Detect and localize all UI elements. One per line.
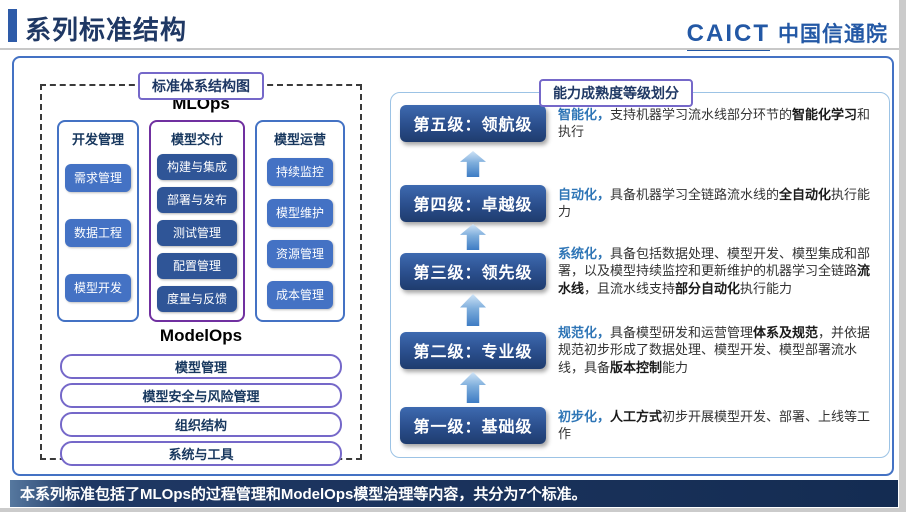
level-description: 规范化，具备模型研发和运营管理体系及规范，并依据规范初步形成了数据处理、模型开发… <box>558 324 881 375</box>
up-arrow-icon <box>460 151 486 177</box>
column-header: 模型运营 <box>273 132 326 147</box>
mlops-columns: 开发管理 需求管理 数据工程 模型开发 模型交付 构建与集成 部署与发布 测试管… <box>57 120 345 322</box>
level-keyword: 智能化， <box>558 106 611 122</box>
column-header: 模型交付 <box>170 132 223 147</box>
maturity-badge: 能力成熟度等级划分 <box>539 79 693 107</box>
level-text-bold: 版本控制 <box>610 359 663 375</box>
column-items: 构建与集成 部署与发布 测试管理 配置管理 度量与反馈 <box>155 151 239 315</box>
level-text: 执行能力 <box>558 186 871 219</box>
level-description: 智能化，支持机器学习流水线部分环节的智能化学习和执行 <box>558 106 881 140</box>
level-text: 具备包括数据处理、模型开发、模型集成和部署，以及模型持续监控和更新维护的机器学习… <box>558 246 871 279</box>
level-keyword: 自动化， <box>558 186 611 202</box>
header-divider <box>0 48 899 50</box>
column-model-operations: 模型运营 持续监控 模型维护 资源管理 成本管理 <box>255 120 345 322</box>
column-model-delivery: 模型交付 构建与集成 部署与发布 测试管理 配置管理 度量与反馈 <box>149 120 245 322</box>
process-box: 持续监控 <box>267 157 333 186</box>
column-items: 持续监控 模型维护 资源管理 成本管理 <box>261 151 339 315</box>
level-text: 支持机器学习流水线部分环节的 <box>610 106 793 122</box>
maturity-box: 能力成熟度等级划分 第五级：领航级 智能化，支持机器学习流水线部分环节的智能化学… <box>390 79 890 458</box>
level-text: 具备机器学习全链路流水线的 <box>610 186 780 202</box>
level-text: 能力 <box>662 359 689 375</box>
level-text: ，并依据规范初步形成了数据处理、模型开发、模型部署流水线，具备 <box>558 325 871 375</box>
level-description: 系统化，具备包括数据处理、模型开发、模型集成和部署，以及模型持续监控和更新维护的… <box>558 245 881 296</box>
maturity-level-1: 第一级：基础级 初步化，人工方式初步开展模型开发、部署、上线等工作 <box>400 399 881 451</box>
footer-text: 本系列标准包括了MLOps的过程管理和ModelOps模型治理等内容，共分为7个… <box>20 486 587 503</box>
process-box: 模型维护 <box>267 198 333 227</box>
level-text: ，且流水线支持 <box>584 280 676 296</box>
process-box: 需求管理 <box>65 164 131 193</box>
architecture-box: 标准体系结构图 MLOps 开发管理 需求管理 数据工程 模型开发 模型交付 构… <box>40 72 362 466</box>
screen-edge-right <box>899 0 906 512</box>
process-box: 测试管理 <box>157 219 237 246</box>
column-dev-management: 开发管理 需求管理 数据工程 模型开发 <box>57 120 139 322</box>
process-box: 部署与发布 <box>157 187 237 214</box>
level-label: 第四级：卓越级 <box>400 184 546 222</box>
maturity-level-4: 第四级：卓越级 自动化，具备机器学习全链路流水线的全自动化执行能力 <box>400 179 881 227</box>
level-text: 具备模型研发和运营管理 <box>610 325 754 341</box>
footer-summary-bar: 本系列标准包括了MLOps的过程管理和ModelOps模型治理等内容，共分为7个… <box>10 480 898 507</box>
caict-logo: CAICT 中国信通院 <box>686 18 888 51</box>
level-keyword: 规范化， <box>558 325 611 341</box>
level-text-bold: 部分自动化 <box>675 280 741 296</box>
modelops-bar: 模型安全与风险管理 <box>60 383 342 408</box>
column-header: 开发管理 <box>71 132 124 147</box>
level-text: 初步开展模型开发、部署、上线等工作 <box>558 408 871 441</box>
level-text: 和执行 <box>558 106 871 139</box>
process-box: 资源管理 <box>267 239 333 268</box>
level-text-bold: 体系及规范 <box>753 325 819 341</box>
level-text-bold: 流水线 <box>558 263 871 296</box>
modelops-bars: 模型管理 模型安全与风险管理 组织结构 系统与工具 <box>60 354 342 466</box>
column-items: 需求管理 数据工程 模型开发 <box>63 151 133 315</box>
process-box: 构建与集成 <box>157 154 237 181</box>
caict-logo-cn: 中国信通院 <box>778 23 888 46</box>
level-label: 第三级：领先级 <box>400 252 546 290</box>
title-accent-bar <box>8 9 17 42</box>
level-description: 初步化，人工方式初步开展模型开发、部署、上线等工作 <box>558 408 881 442</box>
level-text-bold: 全自动化 <box>779 186 832 202</box>
process-box: 成本管理 <box>267 280 333 309</box>
level-keyword: 系统化， <box>558 246 611 262</box>
modelops-bar: 模型管理 <box>60 354 342 379</box>
process-box: 配置管理 <box>157 252 237 279</box>
level-label: 第二级：专业级 <box>400 331 546 369</box>
architecture-badge: 标准体系结构图 <box>138 72 264 100</box>
maturity-level-5: 第五级：领航级 智能化，支持机器学习流水线部分环节的智能化学习和执行 <box>400 99 881 147</box>
process-box: 模型开发 <box>65 273 131 302</box>
content-frame: 标准体系结构图 MLOps 开发管理 需求管理 数据工程 模型开发 模型交付 构… <box>12 56 894 476</box>
level-label: 第一级：基础级 <box>400 406 546 444</box>
page-title: 系列标准结构 <box>25 15 188 45</box>
level-text-bold: 智能化学习 <box>792 106 858 122</box>
maturity-level-3: 第三级：领先级 系统化，具备包括数据处理、模型开发、模型集成和部署，以及模型持续… <box>400 237 881 305</box>
modelops-bar: 系统与工具 <box>60 441 342 466</box>
level-description: 自动化，具备机器学习全链路流水线的全自动化执行能力 <box>558 186 881 220</box>
level-keyword: 初步化， <box>558 408 611 424</box>
process-box: 度量与反馈 <box>157 285 237 312</box>
caict-logo-text: CAICT <box>686 22 770 51</box>
level-label: 第五级：领航级 <box>400 104 546 142</box>
level-text-bold: 人工方式 <box>610 408 663 424</box>
modelops-heading: ModelOps <box>159 326 243 345</box>
level-text: 执行能力 <box>740 280 793 296</box>
maturity-level-2: 第二级：专业级 规范化，具备模型研发和运营管理体系及规范，并依据规范初步形成了数… <box>400 319 881 381</box>
screen-edge-bottom <box>0 508 906 512</box>
process-box: 数据工程 <box>65 218 131 247</box>
modelops-bar: 组织结构 <box>60 412 342 437</box>
